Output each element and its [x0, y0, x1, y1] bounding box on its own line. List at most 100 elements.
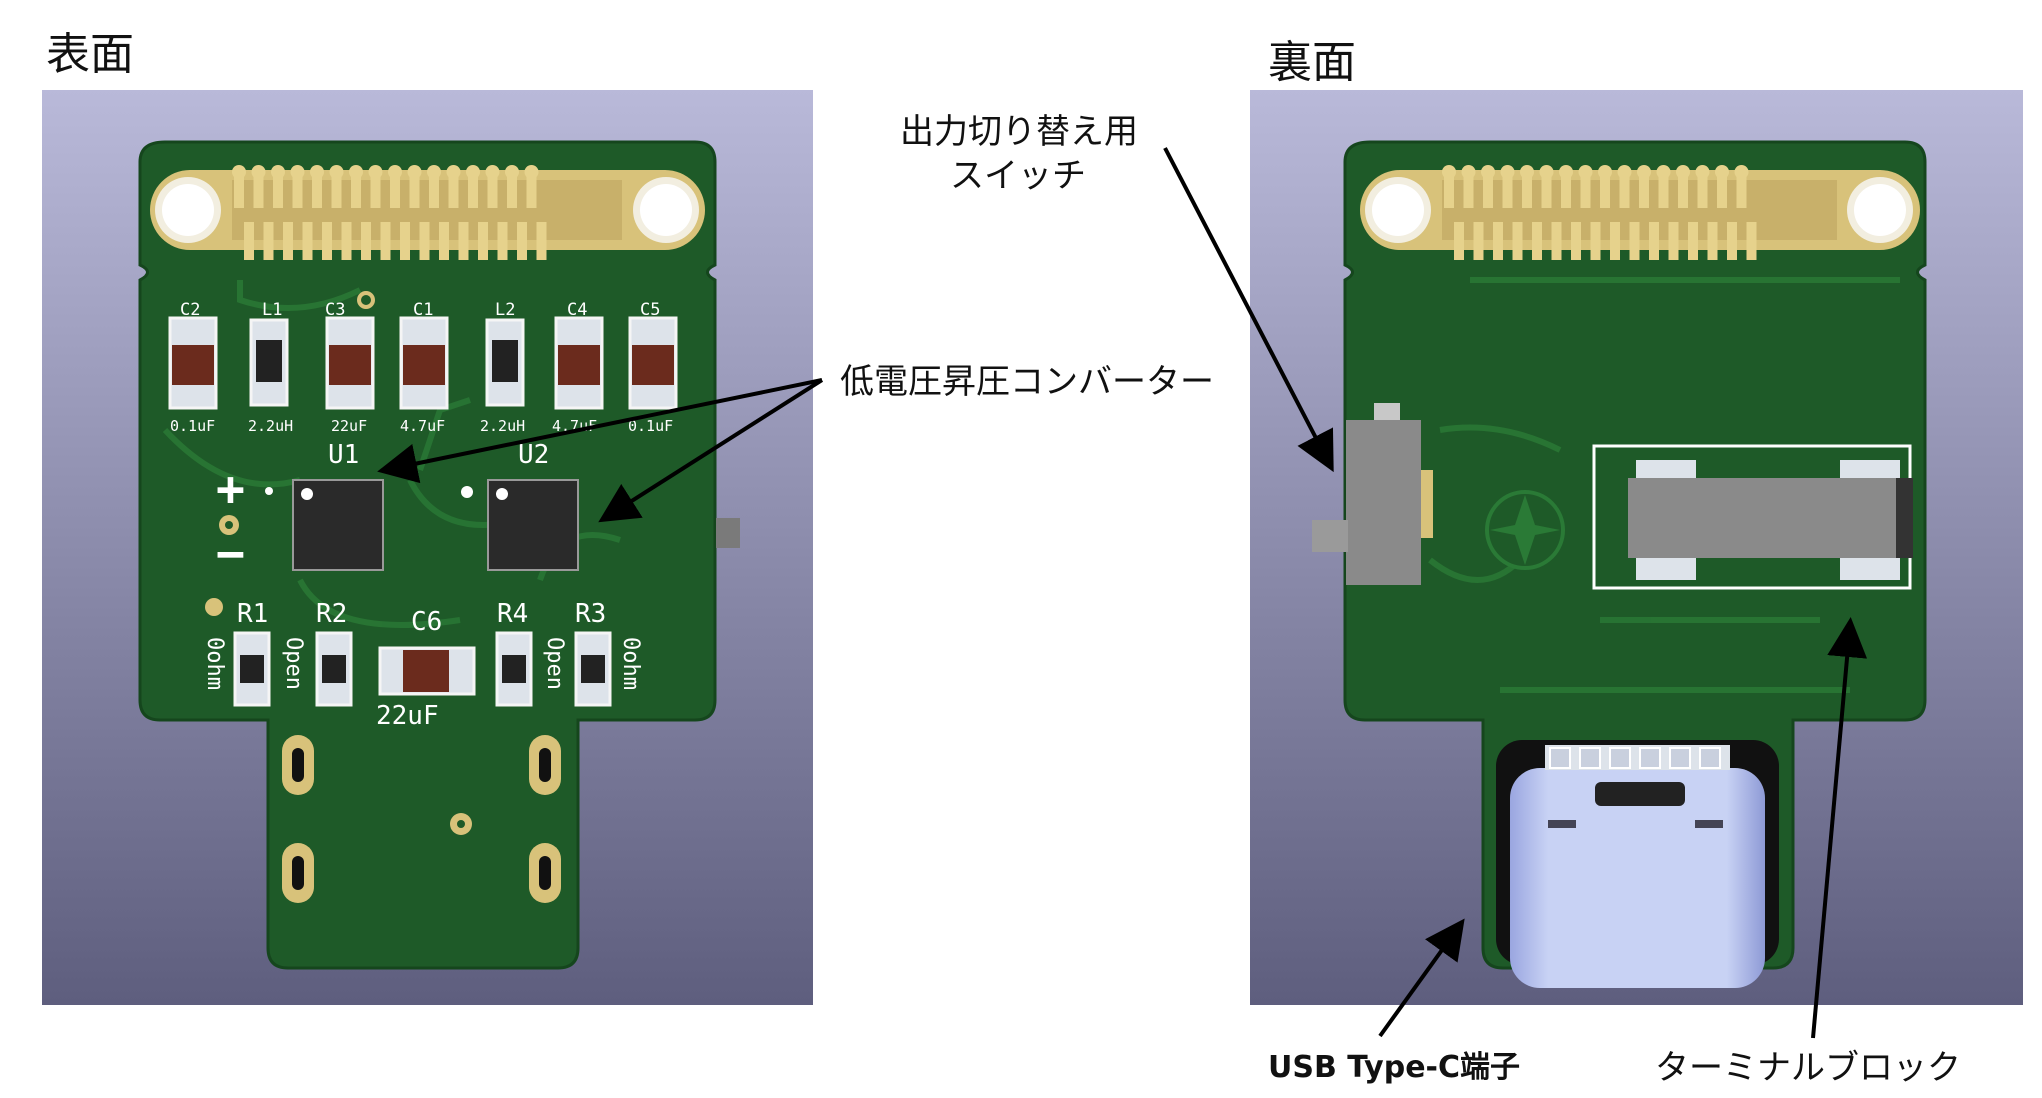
connector-pin: [253, 172, 264, 208]
connector-pin: [1717, 172, 1727, 208]
silk-value-c3: 22uF: [331, 417, 367, 435]
silk-c6: C6: [411, 607, 442, 637]
connector-pin: [497, 222, 508, 260]
connector-pin: [1727, 222, 1737, 260]
connector-pin: [507, 172, 517, 208]
silk-value-r2: Open: [281, 637, 306, 690]
connector-pin: [1580, 172, 1591, 208]
connector-pin: [1561, 172, 1571, 208]
silk-l1: L1: [262, 300, 282, 320]
silk-value-r4: Open: [542, 637, 567, 690]
back-connector-pins: [1442, 165, 1757, 260]
connector-pin: [1493, 222, 1503, 260]
connector-pin-head: [1442, 165, 1456, 179]
connector-pin: [1473, 222, 1484, 260]
connector-pin: [1600, 172, 1610, 208]
connector-pin: [263, 222, 274, 260]
connector-pin: [244, 222, 254, 260]
connector-pin: [312, 172, 322, 208]
silk-value-c2: 0.1uF: [170, 417, 215, 435]
silk-c3: C3: [325, 300, 345, 320]
connector-pin: [448, 172, 459, 208]
connector-pin-head: [349, 165, 363, 179]
front-resistors: [205, 598, 612, 707]
back-usb-pins: [1549, 747, 1721, 769]
connector-pin-head: [505, 165, 519, 179]
connector-pin: [341, 222, 352, 260]
front-mount-pads: [282, 735, 561, 903]
connector-pin: [1688, 222, 1698, 260]
front-panel-title: 表面: [46, 29, 134, 80]
converter-arrow-u1: [377, 378, 823, 484]
connector-pin-head: [1656, 165, 1671, 179]
terminal-block-arrow: [1811, 617, 1868, 1039]
connector-pin: [361, 222, 371, 260]
connector-pin: [273, 172, 283, 208]
connector-pin: [370, 172, 381, 208]
connector-pin: [458, 222, 469, 260]
silk-plus: +: [216, 461, 245, 517]
connector-pin-head: [1715, 165, 1729, 179]
silk-minus: −: [216, 526, 245, 582]
front-view: C2 L1 C3 C1 L2 C4 C5 0.1uF 2.2uH 22uF 4.…: [42, 90, 813, 1005]
connector-pin: [526, 172, 537, 208]
silk-c5: C5: [640, 300, 660, 320]
connector-pin: [1678, 172, 1688, 208]
connector-pin: [331, 172, 342, 208]
connector-pin-head: [446, 165, 461, 179]
connector-pin-head: [329, 165, 344, 179]
terminal-block-callout: ターミナルブロック: [1655, 1048, 1961, 1088]
connector-pin-head: [466, 165, 480, 179]
connector-pin: [1541, 172, 1552, 208]
connector-pin: [400, 222, 410, 260]
connector-pin: [234, 172, 244, 208]
usb-arrow: [1378, 918, 1465, 1038]
connector-pin-head: [388, 165, 402, 179]
silk-value-c1: 4.7uF: [400, 417, 445, 435]
connector-pin-head: [1598, 165, 1612, 179]
front-switch-edge: [716, 518, 740, 548]
connector-pin: [1590, 222, 1601, 260]
connector-pin-head: [1734, 165, 1749, 179]
connector-pin-head: [1617, 165, 1632, 179]
silk-value-l2: 2.2uH: [480, 417, 525, 435]
connector-pin: [1483, 172, 1493, 208]
connector-pin: [1551, 222, 1562, 260]
connector-pin: [439, 222, 449, 260]
connector-pin: [283, 222, 293, 260]
connector-pin: [1444, 172, 1454, 208]
connector-pin: [1532, 222, 1542, 260]
silk-value-r1: 0ohm: [202, 637, 227, 690]
front-connector-pins: [232, 165, 547, 260]
connector-pin: [1522, 172, 1532, 208]
connector-pin-head: [1481, 165, 1495, 179]
silk-value-r3: 0ohm: [618, 637, 643, 690]
connector-pin: [478, 222, 488, 260]
connector-pin: [1697, 172, 1708, 208]
converter-arrow-u2: [598, 378, 824, 523]
connector-pin: [1571, 222, 1581, 260]
silk-r3: R3: [575, 599, 606, 629]
switch-callout-line1: 出力切り替え用: [900, 112, 1138, 152]
usb-pin: [1639, 747, 1661, 769]
connector-pin-head: [368, 165, 383, 179]
connector-pin: [1454, 222, 1464, 260]
connector-pin: [429, 172, 439, 208]
switch-callout-line2: スイッチ: [950, 156, 1086, 196]
connector-pin: [517, 222, 527, 260]
connector-pin-head: [524, 165, 539, 179]
silk-r2: R2: [316, 599, 347, 629]
connector-pin-head: [1520, 165, 1534, 179]
connector-pin: [468, 172, 478, 208]
front-top-components: [168, 291, 678, 410]
connector-pin: [1502, 172, 1513, 208]
connector-pin: [1668, 222, 1679, 260]
back-traces: [1428, 277, 1900, 693]
connector-pin: [536, 222, 547, 260]
connector-pin-head: [1676, 165, 1690, 179]
connector-pin: [487, 172, 498, 208]
connector-pin-head: [1559, 165, 1573, 179]
connector-pin: [351, 172, 361, 208]
connector-pin-head: [290, 165, 305, 179]
connector-pin: [1639, 172, 1649, 208]
